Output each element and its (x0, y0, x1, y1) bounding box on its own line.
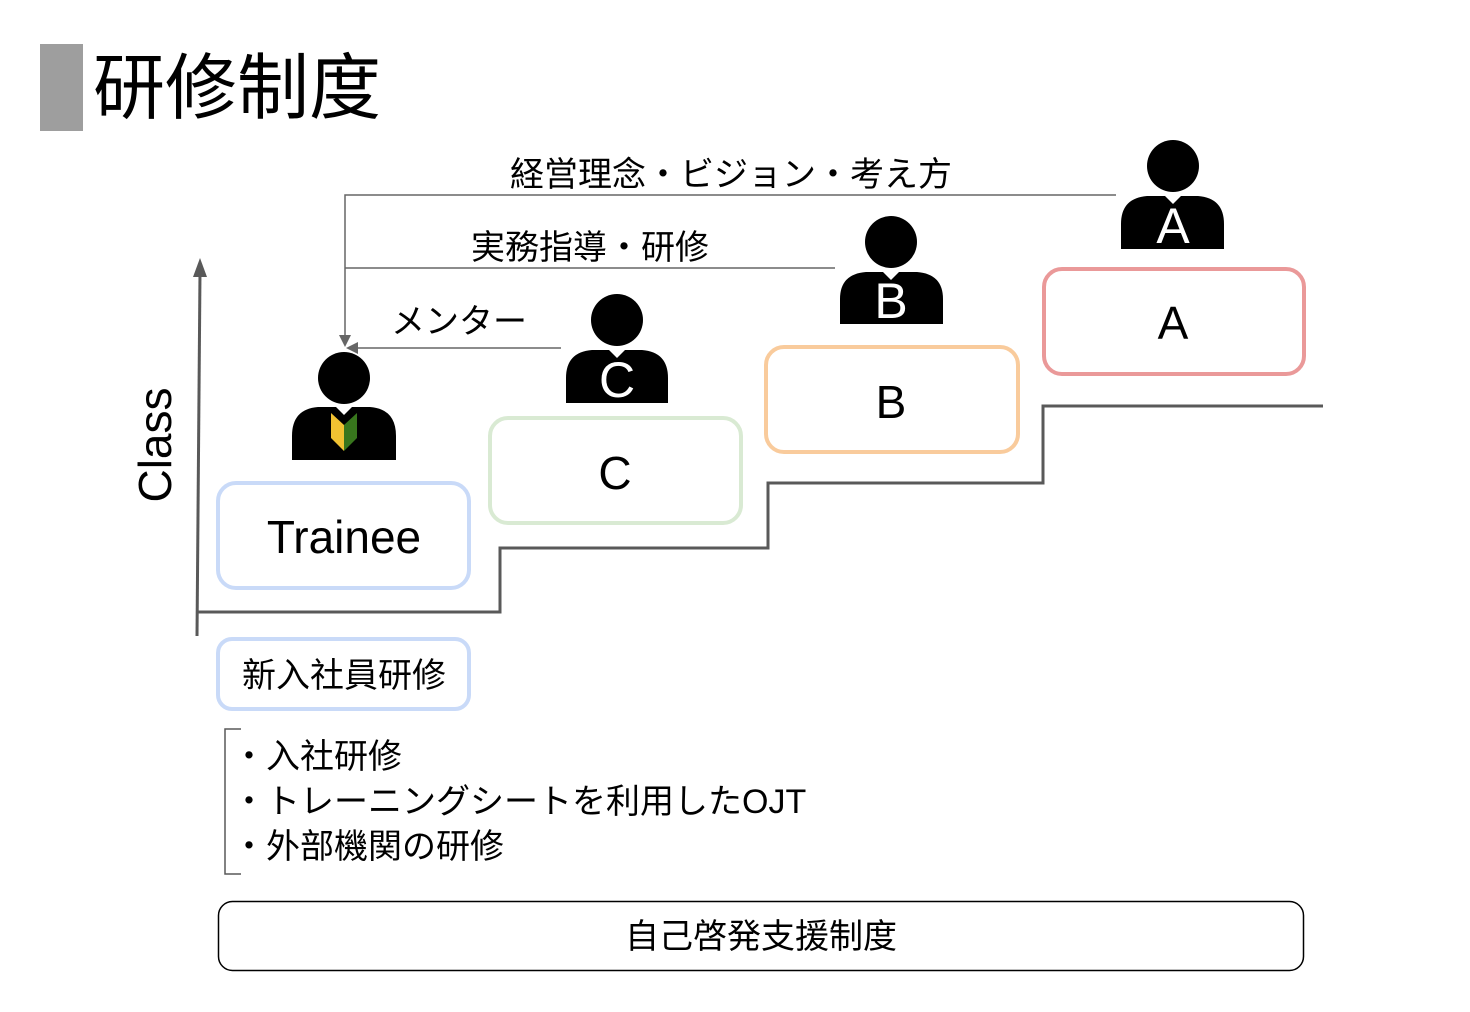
level-box-b (764, 345, 1020, 454)
mentor-c-body (566, 350, 668, 403)
staircase-line (197, 404, 1323, 614)
new-hire-training-label: 新入社員研修 (242, 657, 446, 695)
level-trainee: Trainee (216, 481, 471, 590)
axis-label: Class (129, 387, 181, 502)
level-label-a: A (1158, 297, 1189, 349)
flow-mentor-label: メンター (391, 303, 527, 341)
new-hire-training: 新入社員研修 ・入社研修 ・トレーニングシートを利用したOJT ・外部機関の研修 (216, 637, 806, 875)
training-items-bracket (224, 728, 241, 875)
level-label-trainee: Trainee (267, 511, 421, 563)
beginner-mark-yellow (331, 413, 344, 451)
page-title: 研修制度 (93, 49, 381, 129)
level-box-c (488, 416, 743, 525)
flow-practical-guidance: 実務指導・研修 (345, 229, 835, 269)
flow-philosophy: 経営理念・ビジョン・考え方 (339, 156, 1116, 347)
mentor-c-person-icon: C (566, 294, 668, 408)
beginner-mark-icon (331, 413, 357, 451)
mentor-b-head (865, 216, 917, 268)
class-axis-arrowhead (193, 258, 207, 277)
level-label-c: C (598, 447, 631, 499)
level-c: C (488, 416, 743, 525)
flow-practical-guidance-label: 実務指導・研修 (471, 229, 709, 267)
training-item: ・外部機関の研修 (232, 828, 504, 866)
flow-mentor-arrowhead (346, 342, 358, 354)
mentor-c-head (591, 294, 643, 346)
flow-philosophy-arrowhead (339, 335, 351, 347)
flow-mentor: メンター (346, 303, 561, 354)
class-axis (195, 271, 202, 637)
level-b: B (764, 345, 1020, 454)
mentor-b-letter: B (874, 273, 907, 329)
training-item: ・トレーニングシートを利用したOJT (232, 783, 806, 821)
self-development-box (217, 900, 1305, 972)
mentor-a-head (1147, 140, 1199, 192)
beginner-mark-green (344, 413, 357, 451)
mentor-b-body (840, 272, 943, 324)
flow-philosophy-label: 経営理念・ビジョン・考え方 (510, 156, 952, 194)
level-box-a (1042, 267, 1306, 376)
level-label-b: B (876, 376, 907, 428)
training-item: ・入社研修 (232, 738, 402, 776)
self-development-label: 自己啓発支援制度 (625, 918, 897, 956)
title-bar (40, 44, 83, 131)
mentor-b-person-icon: B (840, 216, 943, 329)
mentor-a-person-icon: A (1121, 140, 1224, 254)
new-hire-training-box (216, 637, 471, 711)
level-a: A (1042, 267, 1306, 376)
trainee-head (318, 352, 370, 404)
mentor-a-letter: A (1156, 198, 1190, 254)
level-box-trainee (216, 481, 471, 590)
mentor-c-letter: C (599, 352, 635, 408)
flow-philosophy-line (344, 194, 1116, 337)
trainee-person-icon (292, 352, 396, 460)
self-development-support: 自己啓発支援制度 (217, 900, 1305, 972)
mentor-a-body (1121, 196, 1224, 249)
